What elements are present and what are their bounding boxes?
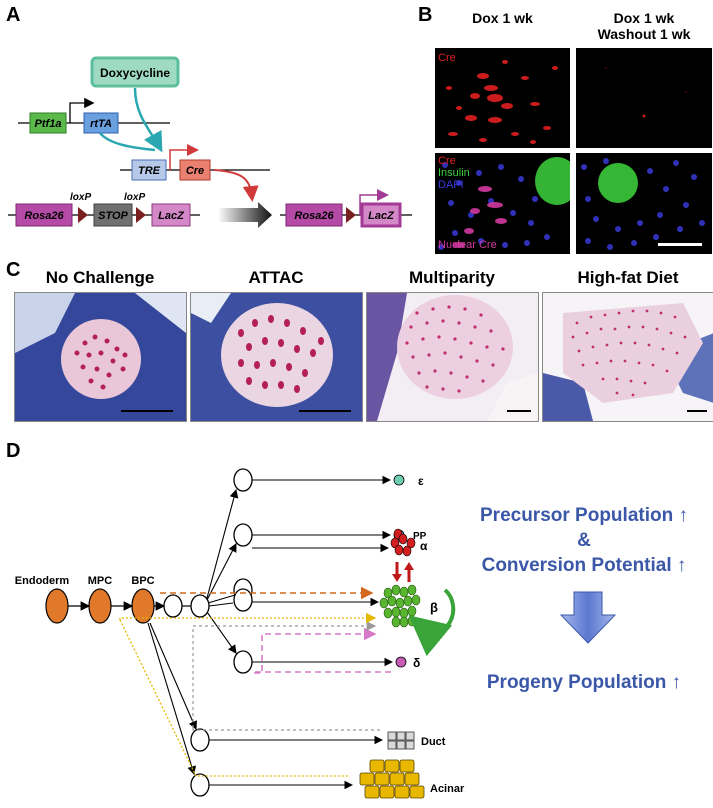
alpha-label: α <box>420 539 428 553</box>
cre-label: Cre <box>186 165 204 177</box>
summary-down-arrow <box>559 591 617 644</box>
precursor-2 <box>190 594 210 618</box>
micrograph-merge-washout <box>576 153 712 254</box>
tre-label: TRE <box>138 165 161 177</box>
mpc-cell <box>88 588 112 624</box>
loxp-label-1: loxP <box>70 192 91 203</box>
lacz-box <box>151 203 191 227</box>
conversion-arrow-gray <box>192 621 377 728</box>
tre-box <box>131 159 167 181</box>
pp-precursor <box>233 523 253 547</box>
loxp-label-2: loxP <box>124 192 145 203</box>
pp-label: PP <box>413 531 427 542</box>
delta-cell <box>395 656 407 668</box>
mpc-label: MPC <box>88 575 113 587</box>
panel-label-d: D <box>6 440 21 462</box>
merge-cre-label: Cre <box>438 155 456 167</box>
acinar-label: Acinar <box>430 783 465 795</box>
rosa26-after-label: Rosa26 <box>294 210 334 222</box>
lacz-label: LacZ <box>158 210 185 222</box>
micrograph-cre-washout <box>576 48 712 148</box>
ptf1a-promoter-arrow <box>69 97 95 123</box>
acinar-cells <box>359 759 425 799</box>
beta-cells <box>379 584 421 628</box>
beta-precursor <box>233 588 253 612</box>
loxp-triangle-1 <box>78 207 88 223</box>
histology-multiparity <box>366 292 539 422</box>
panel-b-col2-title-line2: Washout 1 wk <box>597 26 691 42</box>
delta-label: δ <box>413 656 420 670</box>
ptf1a-label: Ptf1a <box>35 118 62 130</box>
panel-b-col2-title-line1: Dox 1 wk <box>613 10 675 26</box>
rosa26-box <box>15 203 73 227</box>
panel-label-b: B <box>418 4 433 26</box>
cre-channel-label: Cre <box>438 52 456 64</box>
bpc-label: BPC <box>131 575 154 587</box>
ampersand-text: & <box>577 530 591 551</box>
panel-label-a: A <box>6 4 21 26</box>
cre-box <box>179 159 211 181</box>
acinar-precursor <box>190 773 210 797</box>
conversion-arrow-yellow <box>119 612 377 624</box>
panel-c-title-multiparity: Multiparity <box>409 268 495 287</box>
beta-label: β <box>430 600 438 615</box>
conversion-potential-text: Conversion Potential ↑ <box>481 555 687 576</box>
epsilon-cell <box>393 474 405 486</box>
doxycycline-box <box>90 56 180 88</box>
panel-label-c: C <box>6 259 21 281</box>
histology-high-fat-diet <box>542 292 713 422</box>
duct-cells <box>387 731 415 750</box>
doxycycline-label: Doxycycline <box>100 66 170 80</box>
cre-arrow <box>213 169 259 202</box>
stop-box <box>93 203 133 227</box>
histology-no-challenge <box>14 292 187 422</box>
epsilon-label: ε <box>418 474 424 488</box>
panel-c-title-high-fat-diet: High-fat Diet <box>577 268 679 287</box>
panel-a-diagram: Doxycycline Ptf1a rtTA TRE Cre Rosa26 lo… <box>8 56 412 228</box>
micrograph-cre-dox: Cre <box>435 48 570 148</box>
duct-label: Duct <box>421 736 446 748</box>
loxp-triangle-after <box>346 207 356 223</box>
loxp-triangle-2 <box>136 207 146 223</box>
rosa26-after-box <box>285 203 343 227</box>
scale-bar <box>658 243 702 246</box>
ptf1a-box <box>29 112 67 134</box>
precursor-population-text: Precursor Population ↑ <box>480 505 688 526</box>
tre-promoter-arrow <box>169 144 199 170</box>
dox-arrow <box>133 87 163 153</box>
lacz-promoter-arrow <box>359 189 389 215</box>
panel-c-title-attac: ATTAC <box>248 268 304 287</box>
recombination-arrow <box>218 202 272 228</box>
duct-precursor <box>190 728 210 752</box>
rtta-label: rtTA <box>90 118 112 130</box>
panel-b-col1-title: Dox 1 wk <box>472 10 533 26</box>
endoderm-cell <box>45 588 69 624</box>
merge-insulin-label: Insulin <box>438 167 470 179</box>
panel-d-lineage-diagram: Endoderm MPC BPC ε PP α <box>15 468 617 799</box>
alpha-cells <box>390 528 416 557</box>
merge-dapi-label: DAPI <box>438 179 464 191</box>
lacz-after-box <box>360 202 402 228</box>
endoderm-label: Endoderm <box>15 575 70 587</box>
progeny-population-text: Progeny Population ↑ <box>486 672 682 693</box>
beta-self-renewal-arrow <box>408 588 456 657</box>
panel-c-title-no-challenge: No Challenge <box>45 268 155 287</box>
epsilon-precursor <box>233 468 253 492</box>
nuclear-cre-label: Nuclear Cre <box>438 239 497 251</box>
rosa26-label: Rosa26 <box>24 210 64 222</box>
histology-attac <box>190 292 363 422</box>
stop-label: STOP <box>98 210 128 222</box>
lacz-after-label: LacZ <box>368 210 395 222</box>
conversion-arrow-pink <box>254 627 377 674</box>
delta-precursor <box>233 650 253 674</box>
precursor-1 <box>163 594 183 618</box>
micrograph-merge-dox: Cre Insulin DAPI Nuclear Cre <box>435 153 570 254</box>
